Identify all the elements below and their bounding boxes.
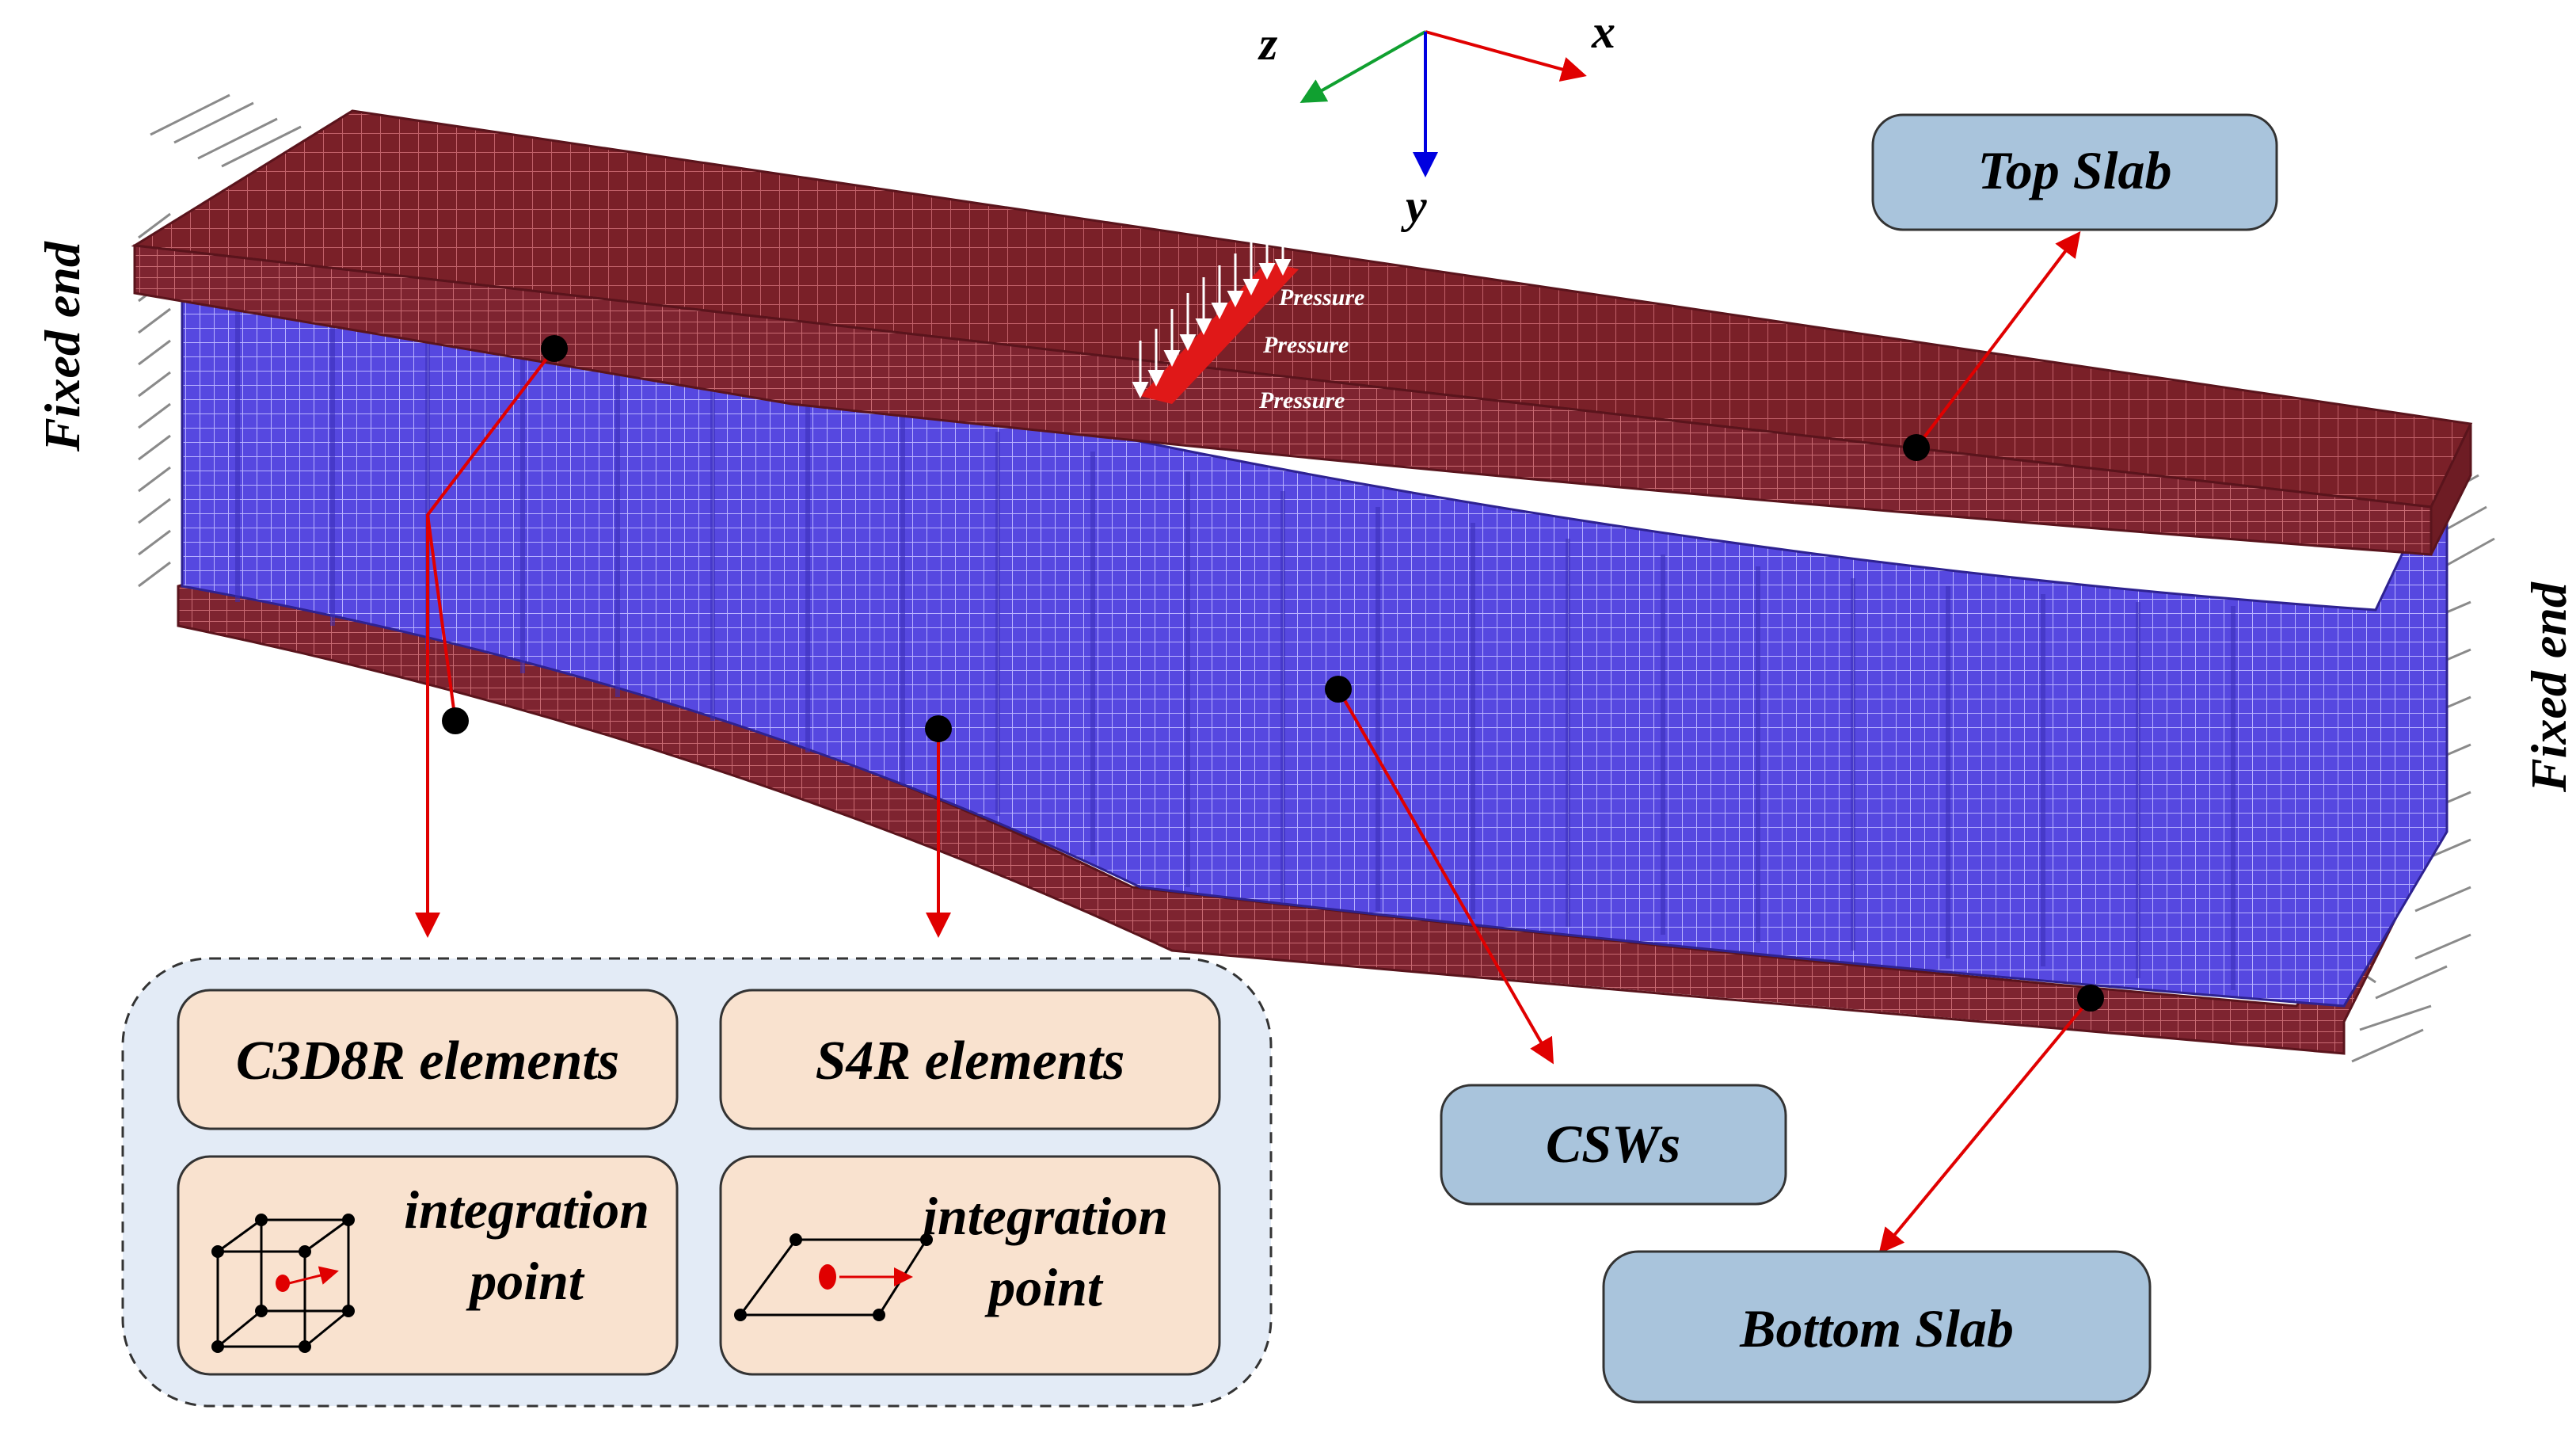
- leader-lines: [415, 231, 2092, 1255]
- top-slab-callout: Top Slab: [1871, 113, 2278, 231]
- left-fixed-end-label: Fixed end: [34, 241, 90, 452]
- top-slab: [131, 109, 2473, 556]
- s4r-shell-icon: [734, 1233, 933, 1321]
- pressure-label-2: Pressure: [1262, 332, 1349, 358]
- c3d8r-label: C3D8R elements: [236, 1031, 619, 1092]
- corrugated-steel-webs: [181, 284, 2449, 1008]
- csws-callout: CSWs: [1440, 1084, 1787, 1206]
- top-slab-label: Top Slab: [1977, 140, 2171, 200]
- x-axis-arrow: [1425, 30, 1587, 82]
- y-axis-label: y: [1401, 180, 1427, 232]
- c3d8r-point-label: point: [466, 1251, 585, 1311]
- s4r-label: S4R elements: [816, 1031, 1125, 1092]
- coordinate-axes: x z y: [1258, 6, 1615, 232]
- element-legend-panel: C3D8R elements S4R elements integration …: [121, 957, 1273, 1408]
- pressure-label-3: Pressure: [1258, 387, 1345, 413]
- z-axis-label: z: [1258, 17, 1278, 70]
- z-axis-arrow: [1299, 30, 1426, 103]
- bottom-slab-callout: Bottom Slab: [1602, 1250, 2152, 1404]
- bottom-slab-label: Bottom Slab: [1739, 1298, 2014, 1359]
- csws-label: CSWs: [1546, 1114, 1680, 1174]
- right-fixed-end-label: Fixed end: [2521, 581, 2576, 793]
- pressure-load: Pressure Pressure Pressure: [1132, 230, 1364, 413]
- s4r-integration-label: integration: [923, 1186, 1168, 1246]
- marker-dots: [442, 335, 2104, 1012]
- pressure-label-1: Pressure: [1278, 284, 1364, 311]
- x-axis-label: x: [1591, 6, 1615, 58]
- c3d8r-integration-label: integration: [404, 1179, 649, 1240]
- s4r-point-label: point: [984, 1257, 1104, 1317]
- c3d8r-cube-icon: [211, 1214, 355, 1353]
